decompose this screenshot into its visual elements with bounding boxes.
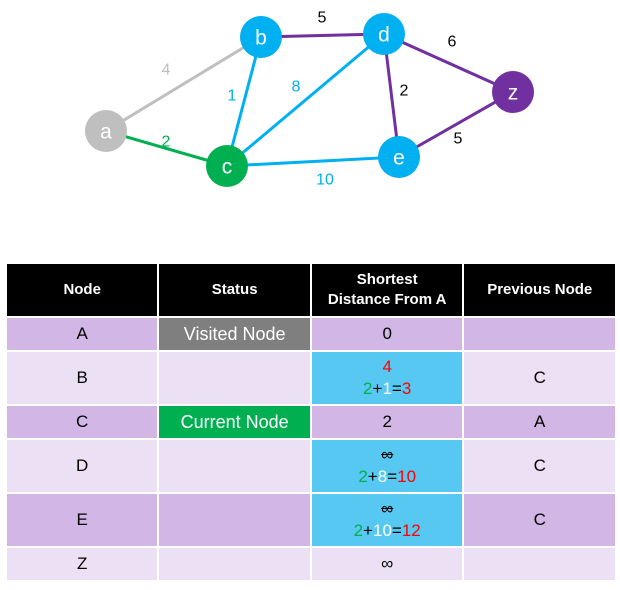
edge-c-d — [226, 32, 385, 168]
node-b — [240, 16, 282, 58]
edge-weight-a-b: 4 — [162, 62, 171, 79]
cell-distance-c: 2 — [311, 406, 463, 438]
cell-distance-a: 0 — [311, 318, 463, 350]
cell-node-e: E — [7, 494, 158, 546]
cell-status-d — [159, 440, 310, 492]
edge-d-z — [383, 32, 514, 94]
node-z — [492, 71, 534, 113]
edge-weight-d-e: 2 — [400, 83, 409, 100]
cell-distance-e: ∞ 2+10=12 — [311, 494, 463, 546]
table-row-b: B 4 2+1=3 C — [7, 352, 615, 404]
table-row-d: D ∞ 2+8=10 C — [7, 440, 615, 492]
node-label-c: c — [222, 156, 233, 179]
cell-status-z — [159, 548, 310, 580]
edge-b-c — [225, 36, 263, 167]
cell-previous-z — [464, 548, 615, 580]
distance-calc-b: 2+1=3 — [363, 379, 412, 398]
table-header-row: Node Status Shortest Distance From A Pre… — [7, 264, 615, 316]
cell-distance-d: ∞ 2+8=10 — [311, 440, 463, 492]
table-row-z: Z ∞ — [7, 548, 615, 580]
header-node: Node — [7, 264, 158, 316]
cell-distance-z: ∞ — [311, 548, 463, 580]
table-row-e: E ∞ 2+10=12 C — [7, 494, 615, 546]
cell-status-b — [159, 352, 310, 404]
cell-distance-b: 4 2+1=3 — [311, 352, 463, 404]
edge-weight-b-c: 1 — [228, 88, 237, 105]
old-distance-e: ∞ — [381, 499, 394, 518]
cell-previous-c: A — [464, 406, 615, 438]
header-status: Status — [159, 264, 310, 316]
distance-calc-d: 2+8=10 — [358, 467, 417, 486]
cell-previous-b: C — [464, 352, 615, 404]
node-a — [85, 110, 127, 152]
cell-node-c: C — [7, 406, 158, 438]
edge-weight-c-d: 8 — [292, 79, 301, 96]
node-label-z: z — [508, 82, 519, 105]
cell-previous-a — [464, 318, 615, 350]
node-label-d: d — [378, 24, 390, 47]
edge-weight-a-c: 2 — [162, 134, 171, 151]
edge-c-e — [226, 155, 400, 168]
cell-previous-e: C — [464, 494, 615, 546]
edge-weight-e-z: 5 — [454, 131, 463, 148]
node-label-b: b — [255, 27, 267, 50]
graph-diagram: 4 2 1 8 10 5 2 6 5 a b c d e z — [85, 10, 534, 189]
header-distance-line2: Distance From A — [327, 291, 447, 308]
cell-node-d: D — [7, 440, 158, 492]
node-label-e: e — [393, 147, 405, 170]
header-distance-line1: Shortest — [356, 271, 418, 288]
node-label-a: a — [100, 121, 112, 144]
cell-node-b: B — [7, 352, 158, 404]
node-e — [378, 136, 420, 178]
header-previous-node: Previous Node — [464, 264, 615, 316]
table-row-c: C Current Node 2 A — [7, 406, 615, 438]
edge-weight-b-d: 5 — [318, 10, 327, 27]
edge-a-b — [105, 35, 262, 133]
distance-calc-e: 2+10=12 — [353, 521, 421, 540]
edge-e-z — [398, 90, 514, 159]
edge-weight-c-e: 10 — [316, 172, 334, 189]
old-distance-b: 4 — [382, 357, 392, 376]
old-distance-d: ∞ — [381, 445, 394, 464]
node-c — [206, 145, 248, 187]
cell-status-e — [159, 494, 310, 546]
cell-node-a: A — [7, 318, 158, 350]
edge-weight-d-z: 6 — [448, 34, 457, 51]
table-row-a: A Visited Node 0 — [7, 318, 615, 350]
cell-node-z: Z — [7, 548, 158, 580]
cell-previous-d: C — [464, 440, 615, 492]
cell-status-c: Current Node — [159, 406, 310, 438]
cell-status-a: Visited Node — [159, 318, 310, 350]
dijkstra-table: Node Status Shortest Distance From A Pre… — [5, 262, 617, 582]
node-d — [363, 13, 405, 55]
header-shortest-distance: Shortest Distance From A — [311, 264, 463, 316]
